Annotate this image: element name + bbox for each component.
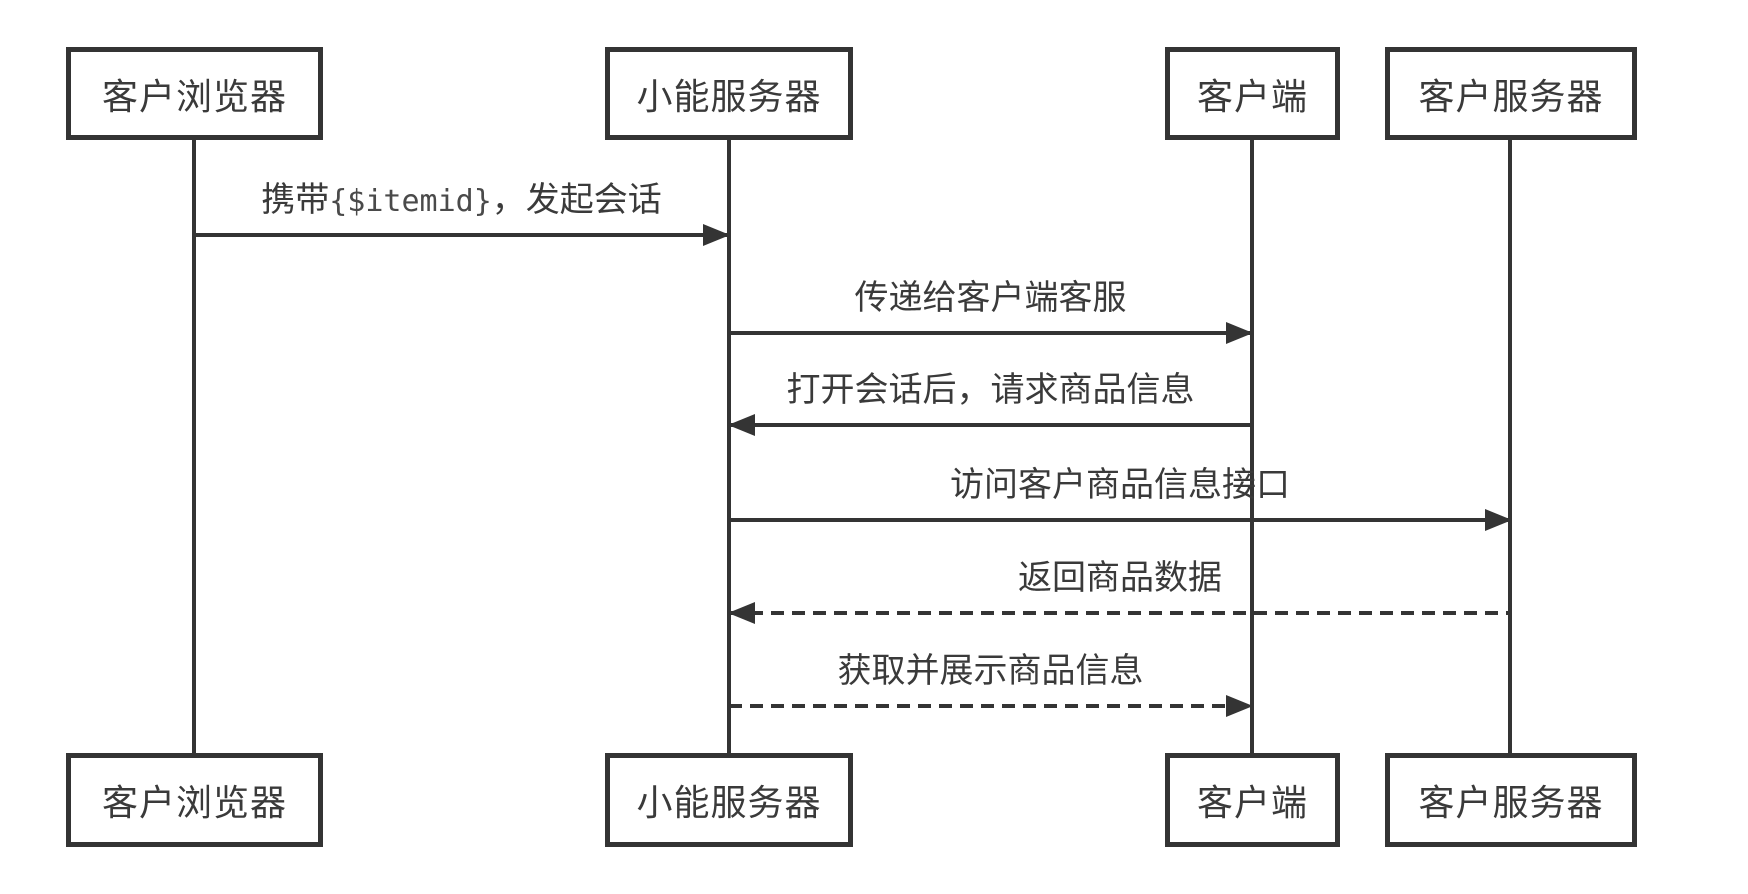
lifeline-customer-browser: [192, 140, 196, 753]
actor-bottom-customer-browser: 客户浏览器: [66, 753, 323, 847]
message-arrow-initiate-session: [194, 224, 730, 246]
message-arrow-request-product-info: [728, 414, 1252, 436]
message-arrow-pass-to-client: [729, 322, 1253, 344]
message-label-text: 携带: [261, 181, 330, 219]
message-label-initiate-session: 携带{$itemid}，发起会话: [194, 177, 729, 223]
message-label-code: {$itemid}: [329, 184, 492, 219]
actor-label: 客户服务器: [1418, 782, 1604, 823]
message-label-pass-to-client: 传递给客户端客服: [854, 279, 1127, 317]
arrowhead-right-icon: [1226, 322, 1253, 344]
actor-top-client: 客户端: [1165, 47, 1340, 140]
lifeline-client: [1250, 140, 1254, 753]
actor-top-customer-browser: 客户浏览器: [66, 47, 323, 140]
message-label-access-product-api: 访问客户商品信息接口: [950, 466, 1290, 504]
arrowhead-right-icon: [1485, 509, 1512, 531]
message-arrow-show-product-info: [729, 695, 1253, 717]
actor-top-customer-server: 客户服务器: [1385, 47, 1637, 140]
actor-label: 客户服务器: [1418, 75, 1604, 117]
message-label-text: ，发起会话: [491, 181, 662, 219]
message-arrow-access-product-api: [729, 509, 1512, 531]
message-arrow-return-product-data: [728, 602, 1511, 624]
actor-bottom-customer-server: 客户服务器: [1385, 753, 1637, 847]
actor-label: 小能服务器: [636, 75, 822, 117]
actor-label: 客户浏览器: [101, 75, 287, 117]
message-label-return-product-data: 返回商品数据: [1018, 559, 1222, 597]
arrowhead-left-icon: [728, 602, 755, 624]
actor-label: 小能服务器: [636, 782, 822, 823]
message-label-request-product-info: 打开会话后，请求商品信息: [786, 371, 1195, 409]
arrowhead-right-icon: [1226, 695, 1253, 717]
actor-top-xiaoneng-server: 小能服务器: [605, 47, 853, 140]
actor-bottom-client: 客户端: [1165, 753, 1340, 847]
message-label-show-product-info: 获取并展示商品信息: [837, 652, 1144, 690]
actor-label: 客户端: [1196, 75, 1308, 117]
lifeline-xiaoneng-server: [727, 140, 731, 753]
lifeline-customer-server: [1508, 140, 1512, 753]
actor-label: 客户浏览器: [101, 782, 287, 823]
arrowhead-left-icon: [728, 414, 755, 436]
arrowhead-right-icon: [703, 224, 730, 246]
actor-bottom-xiaoneng-server: 小能服务器: [605, 753, 853, 847]
actor-label: 客户端: [1196, 782, 1308, 823]
